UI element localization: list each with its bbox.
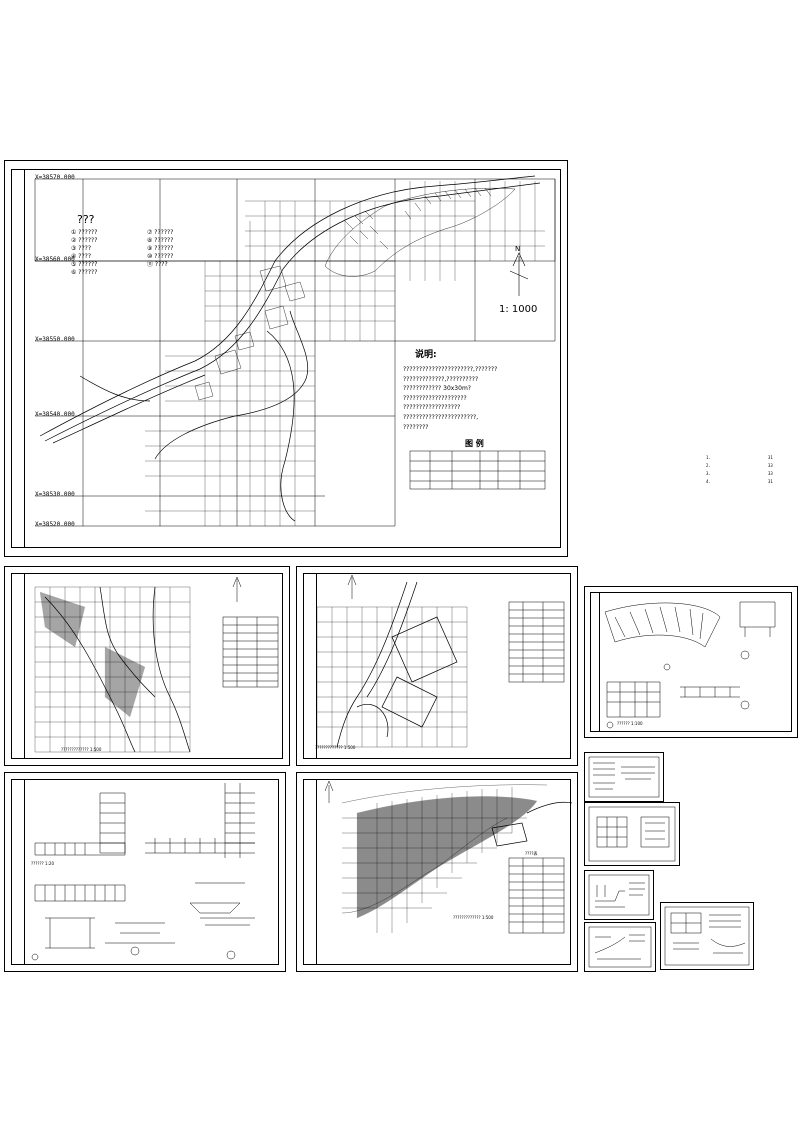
sheet-frame (590, 592, 792, 732)
title-block-strip (591, 593, 600, 731)
note-line: ??????????????????????,??????? (403, 366, 498, 373)
sheet-frame (303, 779, 571, 965)
coord-label-bottom-a: X=38530.000 (35, 491, 75, 498)
legend-item: ④ ???? (71, 253, 92, 261)
main-site-plan (34, 175, 556, 527)
note-line: ???????????????????????, (403, 413, 479, 421)
building-clusters (194, 187, 516, 401)
sheet-frame (303, 573, 571, 759)
small-detail-2-drawing (588, 806, 676, 862)
coord-label-upper: X=38560.000 (35, 256, 75, 263)
side-index-item: 4. (706, 479, 711, 484)
sheet-planting-plan-a: ????????????? 1:500 (4, 566, 290, 766)
note-line: ?????????????,?????????? (403, 375, 479, 383)
sheet-small-detail-2 (584, 802, 680, 866)
main-road (39, 175, 541, 522)
planting-plan-e-drawing (324, 780, 573, 934)
title-block-strip (304, 574, 317, 758)
side-index-item: 1. (706, 455, 711, 460)
legend-table-heading: 图 例 (465, 439, 484, 448)
side-index-item: 2. (706, 463, 711, 468)
sheet-frame (11, 779, 279, 965)
sheet-title: ????????????? 1:500 (453, 915, 494, 920)
small-detail-4-drawing (588, 926, 652, 968)
side-index-item: 31 (768, 455, 773, 460)
legend-item: ⑨ ?????? (147, 245, 174, 253)
side-index-item: 33 (768, 471, 773, 476)
sheet-detail-d: ?????? 1:20 (4, 772, 286, 972)
detail-d-drawing (31, 783, 255, 961)
note-line: ???????????? 30x30m? (403, 385, 471, 393)
coord-label-top: X=38570.000 (35, 174, 75, 181)
legend-list-right: ⑦ ?????? ⑧ ?????? ⑨ ?????? ⑩ ?????? ⑪ ??… (147, 229, 173, 269)
sheet-title: ?????? 1:20 (31, 861, 54, 866)
site-plan-b-drawing (316, 574, 565, 748)
plant-schedule-table (222, 576, 279, 688)
plant-schedule-table (324, 780, 565, 934)
legend-table (409, 450, 546, 490)
main-drawing-sheet: X=38570.000 X=38560.000 X=38550.000 X=38… (4, 160, 568, 557)
notes-heading: 说明: (415, 350, 437, 360)
coord-label-middle: X=38550.000 (35, 336, 75, 343)
side-index-item: 31 (768, 479, 773, 484)
small-detail-5-drawing (664, 906, 750, 966)
side-index-item: 33 (768, 463, 773, 468)
legend-heading: ??? (77, 213, 95, 226)
legend-item: ⑧ ?????? (147, 237, 174, 245)
legend-item: ⑤ ?????? (71, 261, 98, 269)
side-index-list: 1. 2. 3. 4. 31 33 33 31 (706, 456, 776, 486)
sheet-small-detail-4 (584, 922, 656, 972)
plant-schedule-table (347, 574, 565, 683)
note-line: ???????? (403, 423, 429, 431)
sheet-small-detail-3 (584, 870, 654, 920)
note-line: ?????????????????? (403, 404, 461, 412)
note-line: ???????????????????? (403, 394, 467, 402)
legend-item: ⑥ ?????? (71, 269, 98, 277)
coord-label-lower: X=38540.000 (35, 411, 75, 418)
sheet-frame (11, 573, 283, 759)
legend-item: ③ ???? (71, 245, 92, 253)
coord-label-bottom-b: X=38520.000 (35, 521, 75, 528)
detail-c-drawing (604, 601, 776, 729)
legend-item: ⑩ ?????? (147, 253, 174, 261)
side-index-item: 3. (706, 471, 711, 476)
title-block-strip (12, 780, 25, 964)
dense-planting-area (356, 796, 538, 919)
legend-item: ② ?????? (71, 237, 98, 245)
legend-item: ⑪ ???? (147, 261, 168, 269)
legend-item: ⑦ ?????? (147, 229, 174, 236)
main-drawing-frame (11, 169, 561, 548)
sheet-title: ????????????? 1:500 (315, 745, 356, 750)
title-block-strip (304, 780, 317, 964)
north-label: N (515, 245, 521, 253)
sheet-site-plan-b: ????????????? 1:500 (296, 566, 578, 766)
small-detail-3-drawing (588, 874, 650, 916)
scale-label: 1: 1000 (499, 304, 538, 315)
sheet-title: ????????????? 1:500 (61, 747, 102, 752)
legend-item: ① ?????? (71, 229, 98, 236)
sheet-small-detail-1 (584, 752, 664, 802)
sheet-detail-c: ?????? 1:100 (584, 586, 798, 738)
sheet-small-detail-5 (660, 902, 754, 970)
notes-block: ??????????????????????,??????? ?????????… (403, 365, 497, 432)
small-detail-1-drawing (588, 756, 660, 798)
legend-list: ① ?????? ② ?????? ③ ???? ④ ???? ⑤ ??????… (71, 229, 97, 278)
table-title: ????表 (525, 851, 538, 856)
fine-grid (145, 181, 545, 526)
title-block-strip (12, 574, 25, 758)
title-block-strip (12, 170, 25, 547)
planting-plan-drawing (34, 576, 279, 753)
north-arrow-icon (509, 252, 529, 296)
sheet-title: ?????? 1:100 (617, 721, 643, 726)
sheet-planting-plan-e: ????????????? 1:500 ????表 (296, 772, 578, 972)
